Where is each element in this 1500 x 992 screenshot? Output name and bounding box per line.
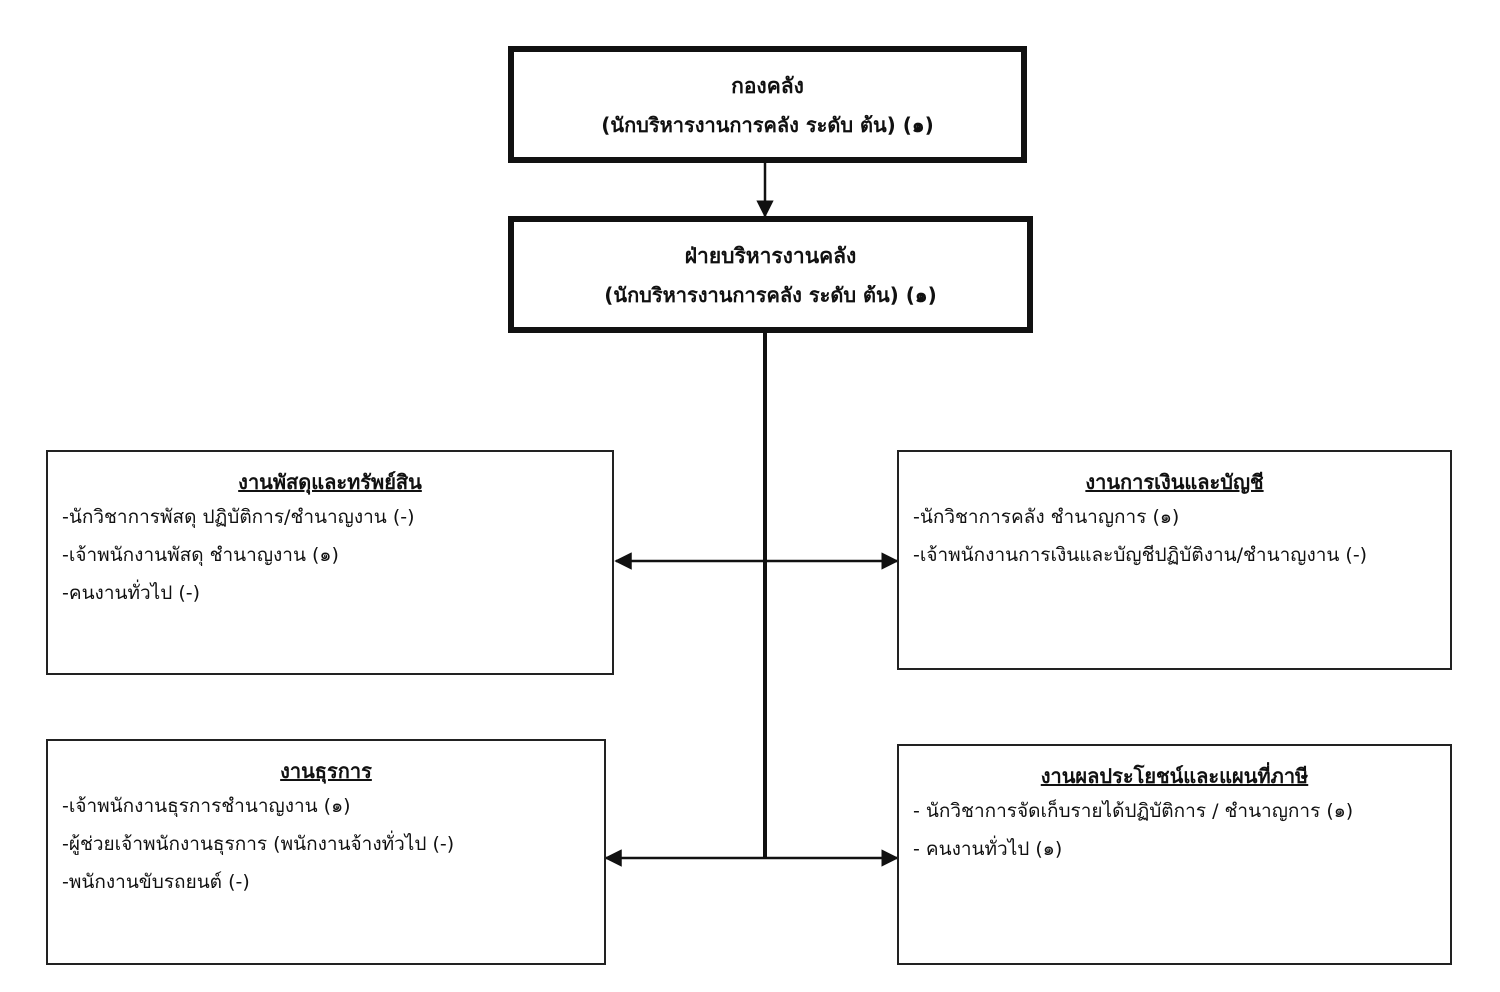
unit-box-admin: งานธุรการ -เจ้าพนักงานธุรการชำนาญงาน (๑)… [46,739,606,965]
unit-item: -คนงานทั่วไป (-) [62,582,201,604]
unit-item: -นักวิชาการคลัง ชำนาญการ (๑) [913,506,1180,528]
top-box-subtitle: (นักบริหารงานการคลัง ระดับ ต้น) (๑) [601,112,934,137]
unit-box-finance-accounting: งานการเงินและบัญชี -นักวิชาการคลัง ชำนาญ… [897,450,1452,670]
unit-heading: งานผลประโยชน์และแผนที่ภาษี [1040,764,1309,788]
unit-heading: งานพัสดุและทรัพย์สิน [238,470,422,494]
unit-heading: งานธุรการ [280,759,372,783]
unit-item: -นักวิชาการพัสดุ ปฏิบัติการ/ชำนาญงาน (-) [62,506,415,528]
division-box-title: ฝ่ายบริหารงานคลัง [684,243,857,268]
unit-item: - นักวิชาการจัดเก็บรายได้ปฏิบัติการ / ชำ… [913,800,1354,822]
unit-item: -เจ้าพนักงานการเงินและบัญชีปฏิบัติงาน/ชำ… [913,544,1368,566]
top-box-finance-division: กองคลัง (นักบริหารงานการคลัง ระดับ ต้น) … [508,46,1027,163]
top-box-title: กองคลัง [731,73,804,98]
unit-box-revenue-tax-map: งานผลประโยชน์และแผนที่ภาษี - นักวิชาการจ… [897,744,1452,965]
unit-item: -พนักงานขับรถยนต์ (-) [62,871,250,893]
unit-item: -ผู้ช่วยเจ้าพนักงานธุรการ (พนักงานจ้างทั… [62,833,455,855]
unit-item: -เจ้าพนักงานพัสดุ ชำนาญงาน (๑) [62,544,339,566]
division-box-subtitle: (นักบริหารงานการคลัง ระดับ ต้น) (๑) [604,282,937,307]
unit-heading: งานการเงินและบัญชี [1085,470,1264,494]
unit-item: - คนงานทั่วไป (๑) [913,838,1063,860]
unit-box-supplies: งานพัสดุและทรัพย์สิน -นักวิชาการพัสดุ ปฏ… [46,450,614,675]
division-box-finance-admin: ฝ่ายบริหารงานคลัง (นักบริหารงานการคลัง ร… [508,216,1033,333]
unit-item: -เจ้าพนักงานธุรการชำนาญงาน (๑) [62,795,351,817]
